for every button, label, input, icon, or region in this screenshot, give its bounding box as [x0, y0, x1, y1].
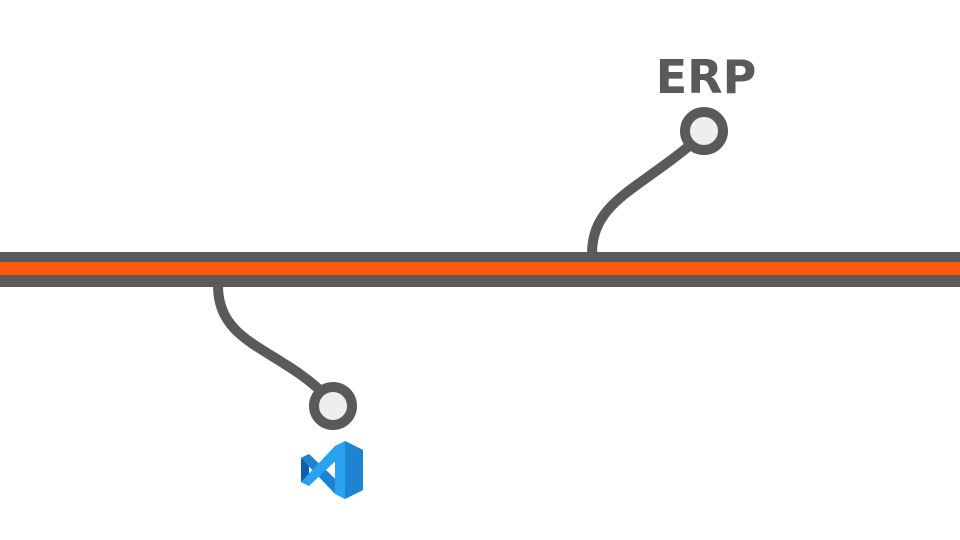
vscode-connector-line — [213, 281, 333, 403]
erp-node[interactable] — [680, 107, 728, 155]
vscode-node[interactable] — [309, 382, 357, 430]
vscode-connector — [213, 281, 363, 499]
main-line — [0, 252, 960, 287]
main-line-accent — [0, 262, 960, 275]
vscode-icon — [301, 441, 363, 499]
erp-connector: ERP — [587, 50, 757, 259]
erp-label: ERP — [656, 50, 757, 104]
erp-connector-line — [587, 130, 707, 259]
